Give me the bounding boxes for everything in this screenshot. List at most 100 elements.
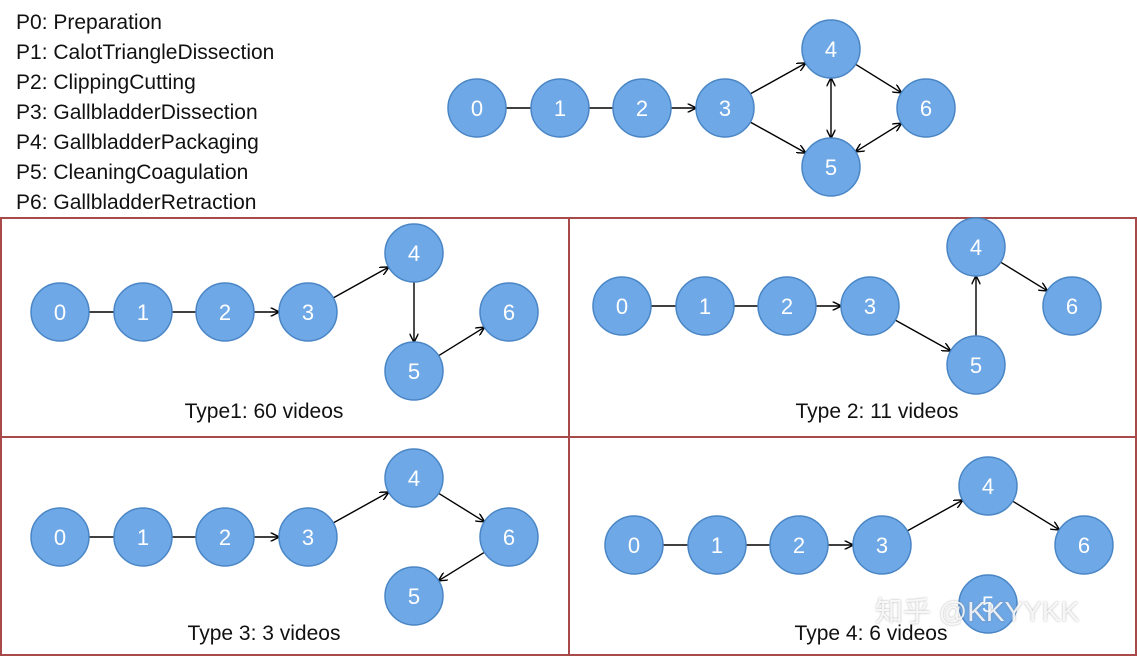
edge-4-to-6 xyxy=(1000,261,1048,291)
type4-node-2: 2 xyxy=(769,515,829,575)
node-label: 6 xyxy=(503,300,515,325)
legend-item-p3: P3: GallbladderDissection xyxy=(16,101,258,124)
edge-3-to-5 xyxy=(749,121,805,153)
overview-node-1: 1 xyxy=(530,78,590,138)
node-label: 2 xyxy=(636,96,648,121)
edge-3-to-4 xyxy=(332,492,388,524)
node-label: 6 xyxy=(920,96,932,121)
node-circle xyxy=(687,515,747,575)
node-label: 6 xyxy=(1078,533,1090,558)
node-circle xyxy=(769,515,829,575)
node-circle xyxy=(612,78,672,138)
overview-node-2: 2 xyxy=(612,78,672,138)
node-label: 5 xyxy=(970,353,982,378)
node-label: 6 xyxy=(1066,294,1078,319)
node-circle xyxy=(695,78,755,138)
node-circle xyxy=(1042,276,1102,336)
node-label: 3 xyxy=(876,533,888,558)
node-label: 4 xyxy=(825,37,837,62)
node-circle xyxy=(479,282,539,342)
type3-node-2: 2 xyxy=(195,507,255,567)
node-label: 1 xyxy=(137,525,149,550)
type3-node-5: 5 xyxy=(384,566,444,626)
node-circle xyxy=(958,456,1018,516)
legend-item-p0: P0: Preparation xyxy=(16,11,162,34)
node-circle xyxy=(592,276,652,336)
legend-phase: CalotTriangleDissection xyxy=(53,41,275,64)
type2-caption: Type 2: 11 videos xyxy=(795,400,958,423)
legend-phase: Preparation xyxy=(53,11,162,34)
type1-node-5: 5 xyxy=(384,341,444,401)
type4-node-4: 4 xyxy=(958,456,1018,516)
node-label: 2 xyxy=(781,294,793,319)
node-circle xyxy=(801,137,861,197)
node-label: 5 xyxy=(825,155,837,180)
node-circle xyxy=(384,566,444,626)
node-circle xyxy=(113,282,173,342)
node-label: 0 xyxy=(628,533,640,558)
node-circle xyxy=(479,507,539,567)
type2-node-0: 0 xyxy=(592,276,652,336)
node-circle xyxy=(852,515,912,575)
edge-5-to-6 xyxy=(438,327,485,357)
edge-5-to-6 xyxy=(856,123,902,151)
overview-node-5: 5 xyxy=(801,137,861,197)
edge-3-to-4 xyxy=(749,63,805,95)
type2-node-5: 5 xyxy=(946,335,1006,395)
node-circle xyxy=(958,574,1018,634)
legend-phase: ClippingCutting xyxy=(53,71,196,94)
node-circle xyxy=(530,78,590,138)
node-circle xyxy=(840,276,900,336)
node-label: 4 xyxy=(408,466,420,491)
node-circle xyxy=(757,276,817,336)
edge-4-to-6 xyxy=(438,492,485,521)
type3-node-6: 6 xyxy=(479,507,539,567)
node-circle xyxy=(946,335,1006,395)
edge-3-to-4 xyxy=(332,267,388,299)
type2-node-6: 6 xyxy=(1042,276,1102,336)
type3-node-3: 3 xyxy=(278,507,338,567)
legend-code: P6 xyxy=(16,191,42,214)
legend-item-p5: P5: CleaningCoagulation xyxy=(16,161,249,184)
watermark: 知乎 @KKYYKK xyxy=(875,596,1080,627)
type4-caption: Type 4: 6 videos xyxy=(795,622,948,645)
node-label: 5 xyxy=(408,359,420,384)
node-circle xyxy=(946,217,1006,277)
type1-caption: Type1: 60 videos xyxy=(185,400,344,423)
edge-3-to-5 xyxy=(894,319,950,351)
type4-node-6: 6 xyxy=(1054,515,1114,575)
node-circle xyxy=(675,276,735,336)
node-label: 0 xyxy=(471,96,483,121)
node-circle xyxy=(113,507,173,567)
node-label: 4 xyxy=(982,474,994,499)
node-label: 1 xyxy=(711,533,723,558)
node-label: 0 xyxy=(616,294,628,319)
node-label: 1 xyxy=(554,96,566,121)
type1-node-6: 6 xyxy=(479,282,539,342)
type1-node-2: 2 xyxy=(195,282,255,342)
phase-legend: P0: Preparation P1: CalotTriangleDissect… xyxy=(16,8,274,218)
node-circle xyxy=(195,282,255,342)
node-circle xyxy=(384,341,444,401)
type1-node-1: 1 xyxy=(113,282,173,342)
node-circle xyxy=(30,282,90,342)
node-circle xyxy=(278,507,338,567)
edge-4-to-6 xyxy=(1012,500,1060,530)
node-circle xyxy=(195,507,255,567)
type2-node-1: 1 xyxy=(675,276,735,336)
node-label: 4 xyxy=(970,235,982,260)
node-label: 2 xyxy=(219,300,231,325)
type3-caption: Type 3: 3 videos xyxy=(188,622,341,645)
node-label: 5 xyxy=(408,584,420,609)
node-label: 5 xyxy=(982,592,994,617)
legend-code: P5 xyxy=(16,161,42,184)
legend-code: P1 xyxy=(16,41,42,64)
legend-code: P0 xyxy=(16,11,42,34)
type2-node-3: 3 xyxy=(840,276,900,336)
type1-node-0: 0 xyxy=(30,282,90,342)
node-circle xyxy=(896,78,956,138)
node-circle xyxy=(604,515,664,575)
legend-item-p2: P2: ClippingCutting xyxy=(16,71,196,94)
